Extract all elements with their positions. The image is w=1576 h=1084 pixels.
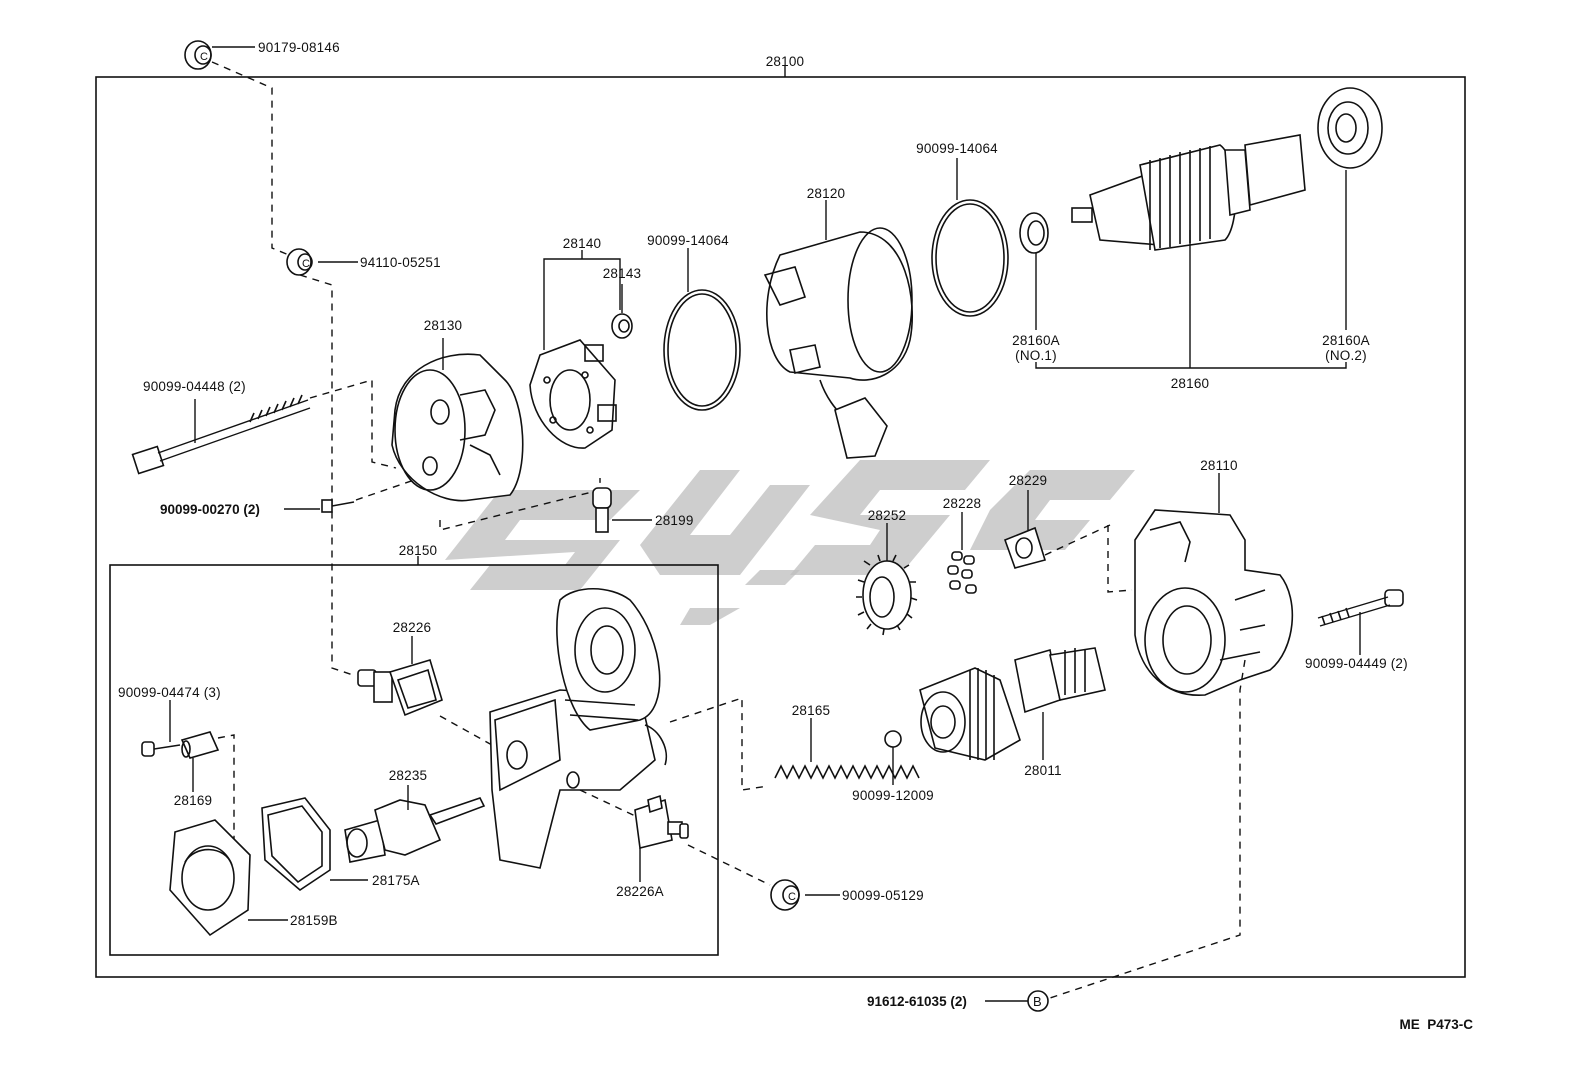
screw-28199 (592, 487, 652, 533)
bearing-28160a-no2 (1317, 87, 1383, 330)
svg-text:B: B (1033, 994, 1042, 1009)
steel-ball-90099-12009 (884, 730, 902, 785)
callout-28011: 28011 (1024, 763, 1062, 778)
callout-90099-04448: 90099-04448 (2) (143, 379, 246, 394)
callout-28160a-no2: 28160A (1322, 333, 1370, 348)
callout-28120: 28120 (807, 186, 846, 201)
idler-gear-28252 (856, 523, 918, 636)
callout-90099-14064-left: 90099-14064 (647, 233, 729, 248)
commutator-end-frame-28130 (391, 338, 524, 502)
callout-90099-04474: 90099-04474 (3) (118, 685, 221, 700)
callout-28226a: 28226A (616, 884, 664, 899)
callout-28169: 28169 (174, 793, 213, 808)
callout-28252: 28252 (868, 508, 907, 523)
frame-code: ME P473-C (1399, 1017, 1473, 1032)
bearing-28160a-no1 (1019, 212, 1049, 330)
armature-28160 (1071, 134, 1306, 368)
callout-28130: 28130 (424, 318, 463, 333)
o-ring-90099-14064-left (663, 248, 741, 411)
gasket-28175a (261, 797, 368, 892)
callout-90099-14064-right: 90099-14064 (916, 141, 998, 156)
brush-holder-28140 (529, 250, 621, 449)
callout-28199: 28199 (655, 513, 694, 528)
brush-spring-28143 (611, 284, 633, 339)
svg-text:C: C (788, 891, 796, 903)
nut-90179-08146: C (184, 40, 255, 70)
svg-text:C: C (200, 51, 208, 63)
callout-90099-04449: 90099-04449 (2) (1305, 656, 1408, 671)
callout-28226: 28226 (393, 620, 432, 635)
callout-28160: 28160 (1171, 376, 1210, 391)
nut-90099-05129: C (770, 879, 840, 911)
svg-text:C: C (302, 258, 310, 270)
callout-90099-05129: 90099-05129 (842, 888, 924, 903)
through-bolt-90099-04448 (131, 394, 311, 475)
starter-clutch-28011 (919, 647, 1106, 761)
assembly-number: 28100 (766, 54, 805, 69)
terminal-28226a (634, 794, 689, 882)
nut-94110-05251: C (286, 248, 358, 276)
rollers-28228 (947, 512, 977, 594)
plunger-28235 (344, 785, 486, 863)
plug-28169 (180, 731, 235, 843)
starter-housing-28110 (1134, 473, 1294, 696)
callout-28159b: 28159B (290, 913, 338, 928)
o-ring-90099-14064-right (931, 158, 1009, 317)
retainer-28229 (1003, 490, 1047, 569)
callout-28160a-no1-note: (NO.1) (1015, 348, 1057, 363)
spring-28165 (774, 718, 920, 780)
callout-90179-08146: 90179-08146 (258, 40, 340, 55)
callout-94110-05251: 94110-05251 (360, 255, 441, 270)
callout-28229: 28229 (1009, 473, 1048, 488)
screw-90099-04474 (141, 700, 181, 757)
callout-90099-00270: 90099-00270 (2) (160, 502, 260, 517)
magnetic-switch-body (489, 587, 667, 869)
callout-28160a-no1: 28160A (1012, 333, 1060, 348)
callout-28110: 28110 (1200, 458, 1238, 473)
subassembly-frame (109, 564, 719, 956)
callout-28228: 28228 (943, 496, 982, 511)
callout-90099-12009: 90099-12009 (852, 788, 934, 803)
callout-28160a-no2-note: (NO.2) (1325, 348, 1367, 363)
yoke-28120 (763, 200, 913, 459)
callout-28143: 28143 (603, 266, 642, 281)
subassembly-number: 28150 (399, 543, 438, 558)
screw-90099-00270 (284, 499, 355, 513)
bolt-marker-91612-61035: B (985, 990, 1049, 1012)
callout-28165: 28165 (792, 703, 831, 718)
assembly-frame (95, 76, 1466, 978)
callout-28175a: 28175A (372, 873, 420, 888)
callout-28140: 28140 (563, 236, 602, 251)
bolt-90099-04449 (1317, 589, 1404, 655)
end-cover-28159b (169, 819, 288, 937)
callout-28235: 28235 (389, 768, 428, 783)
terminal-28226 (357, 636, 443, 717)
callout-91612-61035: 91612-61035 (2) (867, 994, 967, 1009)
